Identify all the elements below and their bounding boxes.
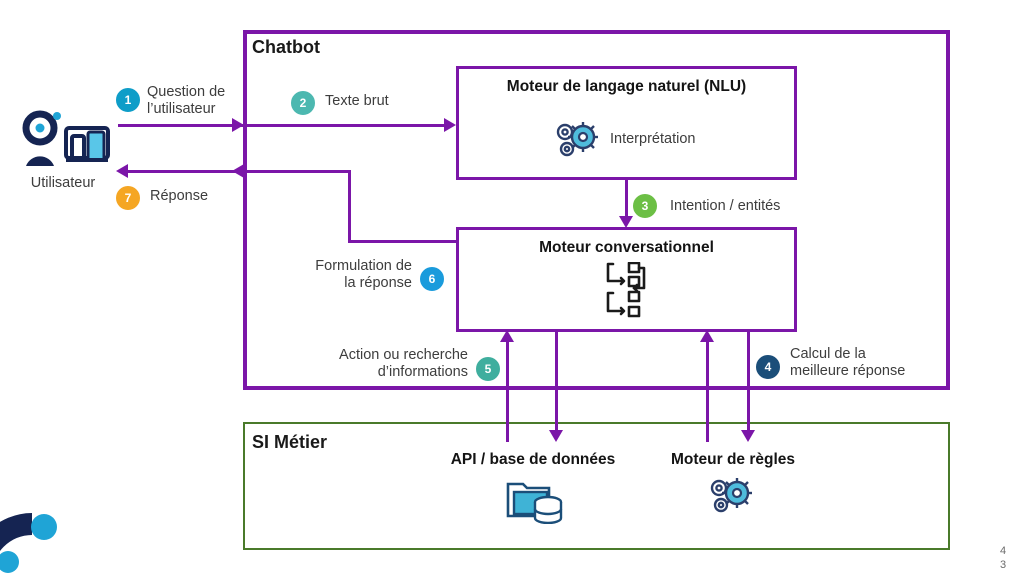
flow-arrow-into-chatbot: [232, 118, 244, 132]
flow-label-1: Question de l’utilisateur: [147, 84, 247, 118]
nlu-box: Moteur de langage naturel (NLU): [456, 66, 797, 180]
workflow-icon: [603, 261, 649, 318]
folder-database-icon: [505, 474, 565, 525]
flow-arrow-calcul-up: [700, 330, 714, 342]
flow-arrow-action-up: [500, 330, 514, 342]
flow-line-formulation-horiz: [348, 240, 458, 243]
flow-line-calcul-down: [747, 332, 750, 434]
flow-label-4-line1: Calcul de la: [790, 346, 866, 362]
step-badge-5-num: 5: [484, 362, 492, 376]
flow-line-action-down: [555, 332, 558, 434]
flow-line-question: [118, 124, 448, 127]
gears-icon: [706, 474, 756, 520]
flow-label-5-line1: Action ou recherche: [339, 347, 468, 363]
flow-label-2: Texte brut: [325, 93, 389, 109]
flow-label-6: Formulation de la réponse: [290, 258, 412, 292]
flow-label-5-line2: d’informations: [377, 364, 468, 381]
step-badge-5: 5: [476, 357, 500, 381]
step-badge-3-num: 3: [641, 199, 649, 213]
step-badge-4: 4: [756, 355, 780, 379]
flow-arrow-to-conv: [619, 216, 633, 228]
flow-arrow-to-nlu: [444, 118, 456, 132]
step-badge-2: 2: [291, 91, 315, 115]
flow-line-calcul-up: [706, 338, 709, 442]
step-badge-1: 1: [116, 88, 140, 112]
user-devices-icon: [14, 110, 112, 172]
flow-arrow-action-down: [549, 430, 563, 442]
flow-arrow-to-user: [116, 164, 128, 178]
nlu-title: Moteur de langage naturel (NLU): [506, 78, 747, 95]
nlu-icon-label: Interprétation: [610, 131, 696, 147]
step-badge-1-num: 1: [124, 93, 132, 107]
flow-label-1-line1: Question de: [147, 84, 226, 100]
flow-arrow-out-chatbot: [232, 164, 244, 178]
actor-label: Utilisateur: [30, 175, 96, 191]
flow-label-4-line2: meilleure réponse: [790, 363, 906, 380]
step-badge-6: 6: [420, 267, 444, 291]
step-badge-3: 3: [633, 194, 657, 218]
page-number-line2: 3: [1000, 558, 1007, 571]
si-block-rules-title: Moteur de règles: [670, 451, 796, 468]
flow-label-5: Action ou recherche d’informations: [300, 347, 468, 381]
flow-line-intention: [625, 180, 628, 220]
step-badge-7-num: 7: [124, 191, 132, 205]
conversational-title: Moteur conversationnel: [539, 239, 714, 256]
flow-line-formulation-vert: [348, 170, 351, 242]
si-metier-title: SI Métier: [252, 432, 328, 452]
conversational-box: Moteur conversationnel: [456, 227, 797, 332]
step-badge-7: 7: [116, 186, 140, 210]
si-block-api-title: API / base de données: [450, 451, 616, 468]
si-metier-container: [243, 422, 950, 550]
page-number: 4 3: [1000, 545, 1006, 573]
step-badge-2-num: 2: [299, 96, 307, 110]
flow-label-1-line2: l’utilisateur: [147, 101, 216, 118]
gears-icon: [552, 118, 602, 164]
flow-label-3: Intention / entités: [670, 198, 781, 214]
flow-label-6-line2: la réponse: [344, 275, 412, 292]
flow-label-6-line1: Formulation de: [315, 258, 412, 274]
brand-logo-icon: [0, 505, 80, 575]
step-badge-4-num: 4: [764, 360, 772, 374]
page-number-line1: 4: [1000, 545, 1007, 557]
chatbot-title: Chatbot: [252, 37, 320, 57]
flow-label-4: Calcul de la meilleure réponse: [790, 346, 940, 380]
flow-label-7: Réponse: [150, 188, 209, 204]
flow-line-action-up: [506, 338, 509, 442]
flow-arrow-calcul-down: [741, 430, 755, 442]
step-badge-6-num: 6: [428, 272, 436, 286]
